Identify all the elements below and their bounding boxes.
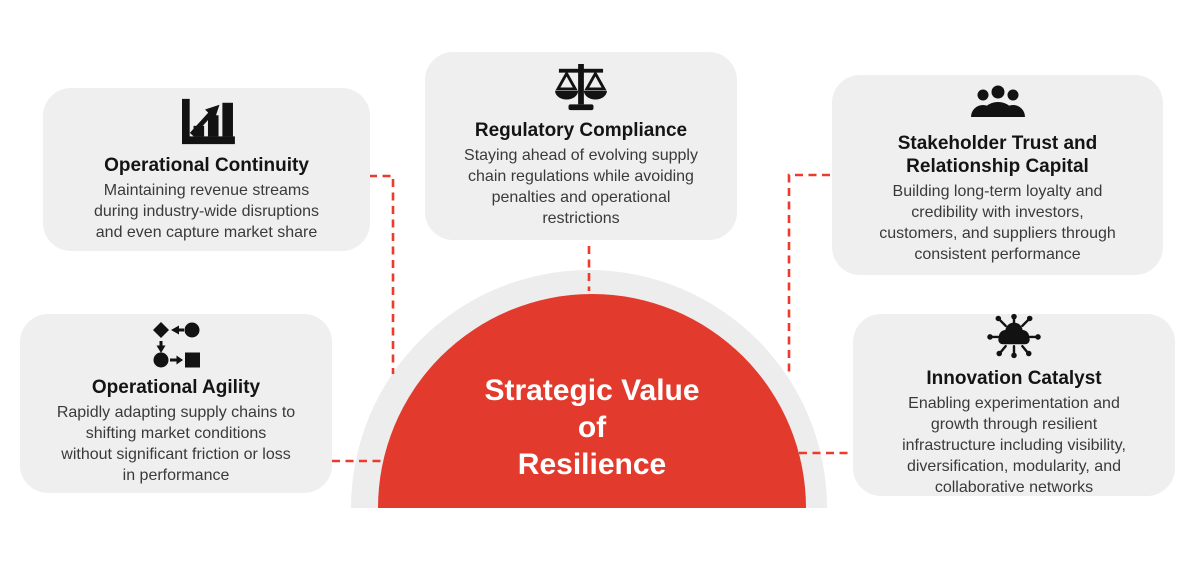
connector-operational-continuity [369,174,395,374]
card-title: Operational Continuity [104,154,309,176]
card-body: Building long-term loyalty and credibili… [879,183,1116,263]
card-operational-agility: Operational Agility Rapidly adapting sup… [20,314,332,493]
dashed-connectors [332,173,853,463]
people-group-icon [970,85,1025,117]
workflow-shapes-icon [153,322,200,368]
inner-red-semicircle [378,294,806,508]
card-regulatory-compliance: Regulatory Compliance Staying ahead of e… [425,52,737,240]
card-title: Operational Agility [91,377,261,398]
card-title: Regulatory Compliance [474,119,688,141]
center-title: Strategic Value of Resilience [484,374,700,481]
card-operational-continuity: Operational Continuity Maintaining reven… [43,88,370,251]
card-body: Rapidly adapting supply chains to shifti… [56,404,296,484]
balance-scales-icon [555,63,607,110]
card-body: Enabling experimentation and growth thro… [902,395,1126,496]
bar-chart-growth-icon [181,98,235,144]
cloud-network-icon [987,313,1041,359]
card-stakeholder-trust: Stakeholder Trust and Relationship Capit… [832,75,1163,275]
card-title: Stakeholder Trust and Relationship Capit… [897,133,1098,177]
card-body: Staying ahead of evolving supply chain r… [464,146,698,227]
card-body: Maintaining revenue streams during indus… [94,181,319,241]
card-title: Innovation Catalyst [926,368,1102,389]
card-innovation-catalyst: Innovation Catalyst Enabling experimenta… [853,313,1175,496]
connector-stakeholder-trust [787,173,830,372]
